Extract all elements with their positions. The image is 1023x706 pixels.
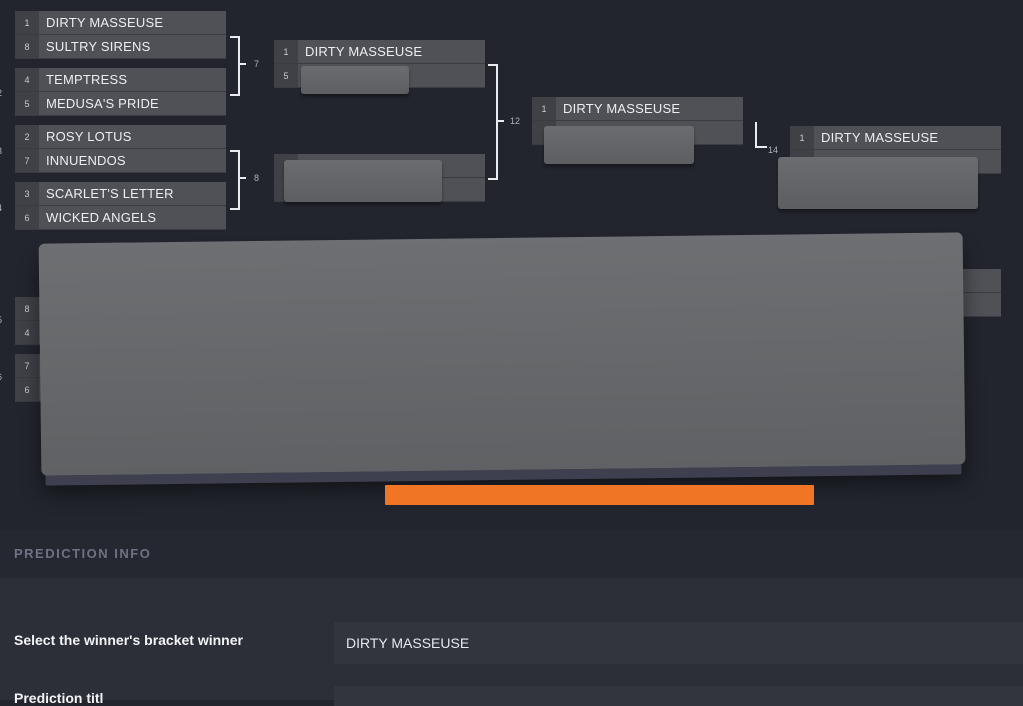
- bracket-slot[interactable]: 1 DIRTY MASSEUSE: [790, 126, 1001, 150]
- bracket-slot[interactable]: 5 MEDUSA'S PRIDE: [15, 92, 226, 116]
- team-name: WICKED ANGELS: [46, 210, 157, 225]
- bracket-slot[interactable]: 8 SULTRY SIRENS: [15, 35, 226, 59]
- prediction-placeholder[interactable]: [544, 126, 694, 164]
- bracket-connector: [755, 122, 767, 148]
- seed-number: 8: [15, 297, 39, 320]
- bracket-connector: [488, 64, 498, 180]
- bracket-connector: [498, 120, 504, 122]
- bracket-connector: [240, 177, 246, 179]
- team-name: ROSY LOTUS: [46, 129, 132, 144]
- prediction-info-body: Select the winner's bracket winner DIRTY…: [0, 578, 1023, 706]
- match-number: 12: [510, 116, 521, 126]
- edge-match-number: 4: [0, 203, 2, 213]
- seed-number: 6: [15, 206, 39, 229]
- winner-select[interactable]: DIRTY MASSEUSE: [334, 622, 1023, 664]
- seed-number: 1: [15, 11, 39, 34]
- team-name: DIRTY MASSEUSE: [305, 44, 423, 59]
- seed-number: 1: [790, 126, 814, 149]
- bracket-slot[interactable]: 7 INNUENDOS: [15, 149, 226, 173]
- bracket-slot[interactable]: 1 DIRTY MASSEUSE: [274, 40, 485, 64]
- team-name: SCARLET'S LETTER: [46, 186, 174, 201]
- progress-bar: [385, 485, 814, 505]
- seed-number: 1: [274, 40, 298, 63]
- section-title: PREDICTION INFO: [14, 546, 152, 561]
- prediction-title-label: Prediction titl: [14, 690, 104, 706]
- seed-number: 2: [15, 125, 39, 148]
- edge-match-number: 2: [0, 88, 2, 98]
- prediction-placeholder[interactable]: [301, 66, 409, 94]
- match-number: 14: [768, 145, 779, 155]
- seed-number: 5: [15, 92, 39, 115]
- seed-number: 1: [532, 97, 556, 120]
- team-name: DIRTY MASSEUSE: [46, 15, 164, 30]
- overlay-block: [38, 232, 966, 476]
- team-name: SULTRY SIRENS: [46, 39, 151, 54]
- edge-match-number: 6: [0, 372, 2, 382]
- match-number: 8: [254, 173, 260, 183]
- bracket-slot[interactable]: 3 SCARLET'S LETTER: [15, 182, 226, 206]
- seed-number: 4: [15, 68, 39, 91]
- team-name: DIRTY MASSEUSE: [563, 101, 681, 116]
- bracket-slot[interactable]: 1 DIRTY MASSEUSE: [532, 97, 743, 121]
- winner-select-value: DIRTY MASSEUSE: [346, 635, 470, 651]
- edge-match-number: 5: [0, 315, 2, 325]
- prediction-title-input[interactable]: [334, 686, 1023, 706]
- bracket-connector: [230, 36, 240, 96]
- seed-number: 4: [15, 321, 39, 344]
- seed-number: 7: [15, 149, 39, 172]
- winner-field-label: Select the winner's bracket winner: [14, 632, 243, 648]
- seed-number: 7: [15, 354, 39, 377]
- prediction-info-header: PREDICTION INFO: [0, 530, 1023, 578]
- bracket-slot[interactable]: 4 TEMPTRESS: [15, 68, 226, 92]
- seed-number: 6: [15, 378, 39, 401]
- team-name: MEDUSA'S PRIDE: [46, 96, 159, 111]
- bracket-connector: [240, 63, 246, 65]
- bracket-slot[interactable]: 2 ROSY LOTUS: [15, 125, 226, 149]
- prediction-placeholder[interactable]: [778, 157, 978, 209]
- match-number: 7: [254, 59, 260, 69]
- edge-match-number: 3: [0, 146, 2, 156]
- team-name: DIRTY MASSEUSE: [821, 130, 939, 145]
- seed-number: 5: [274, 64, 298, 87]
- bracket-slot[interactable]: 6 WICKED ANGELS: [15, 206, 226, 230]
- bracket-slot[interactable]: [960, 269, 1001, 293]
- bracket-area: 2 3 4 5 6 1 DIRTY MASSEUSE 8 SULTRY SIRE…: [0, 11, 1001, 505]
- seed-number: 8: [15, 35, 39, 58]
- bracket-slot[interactable]: [960, 293, 1001, 317]
- bracket-connector: [230, 150, 240, 210]
- bracket-slot[interactable]: 1 DIRTY MASSEUSE: [15, 11, 226, 35]
- prediction-placeholder[interactable]: [284, 160, 442, 202]
- team-name: TEMPTRESS: [46, 72, 128, 87]
- seed-number: 3: [15, 182, 39, 205]
- team-name: INNUENDOS: [46, 153, 126, 168]
